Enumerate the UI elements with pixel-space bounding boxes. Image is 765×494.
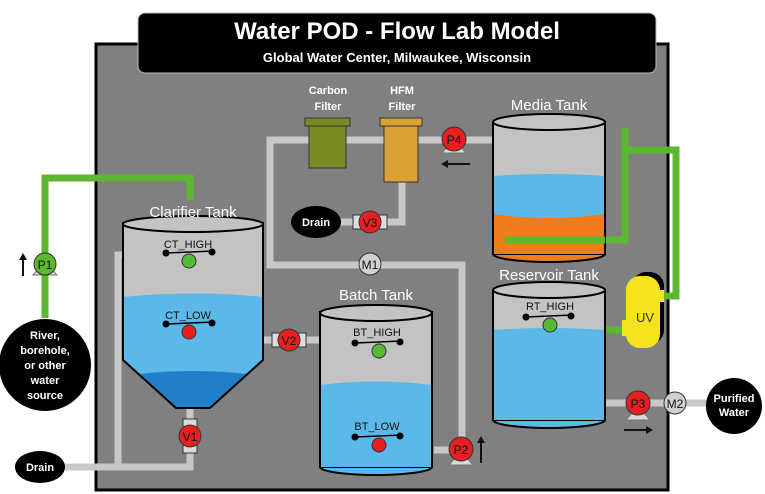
source-line-2: borehole, [20,345,70,357]
bt-high-label: BT_HIGH [353,327,401,339]
pump-p4[interactable]: P4 [440,126,470,168]
bt-low-sensor[interactable]: BT_LOW [351,421,404,453]
reservoir-tank [492,281,606,429]
bt-high-indicator [371,343,387,359]
source-line-3: or other [24,360,66,372]
ct-low-indicator [181,324,197,340]
clarifier-tank-label: Clarifier Tank [149,204,237,221]
pump-p4-label: P4 [447,133,462,147]
carbon-filter-label-1: Carbon [309,85,348,97]
pump-p1[interactable]: P1 [19,252,59,276]
bt-high-sensor[interactable]: BT_HIGH [351,327,404,359]
hfm-filter[interactable] [379,117,423,183]
pump-p3-label: P3 [631,397,646,411]
page-title: Water POD - Flow Lab Model [234,18,560,45]
valve-v2[interactable]: V2 [271,328,307,352]
pump-p2-label: P2 [454,443,469,457]
drain-main-node[interactable]: Drain [15,451,65,483]
valve-v3-label: V3 [363,216,378,230]
source-line-4: water [30,375,60,387]
valve-v1[interactable]: V1 [178,418,202,454]
page-subtitle: Global Water Center, Milwaukee, Wisconsi… [263,50,531,65]
purified-water-node[interactable]: Purified Water [706,378,762,434]
rt-high-label: RT_HIGH [526,301,574,313]
pump-p1-label: P1 [38,258,53,272]
clarifier-tank [122,215,264,409]
bt-low-label: BT_LOW [354,421,400,433]
drain-main-label: Drain [26,462,54,474]
ct-low-label: CT_LOW [165,310,211,322]
meter-m1[interactable]: M1 [358,252,382,276]
pump-p2[interactable]: P2 [447,436,485,466]
drain-filter-label: Drain [302,217,330,229]
valve-v2-label: V2 [282,334,297,348]
source-line-5: source [27,390,63,402]
hfm-filter-label-1: HFM [390,85,414,97]
valve-v1-label: V1 [183,430,198,444]
media-tank-label: Media Tank [511,97,588,114]
purified-line-2: Water [719,407,750,419]
valve-v3[interactable]: V3 [352,210,388,234]
ct-high-indicator [181,253,197,269]
header-banner: Water POD - Flow Lab Model Global Water … [137,12,657,74]
pipe-source-clarifier [41,174,194,318]
ct-low-sensor[interactable]: CT_LOW [162,310,216,340]
pump-p3[interactable]: P3 [624,390,653,434]
uv-sterilizer[interactable]: UV [622,272,664,348]
bt-low-indicator [371,437,387,453]
batch-tank-label: Batch Tank [339,287,413,304]
meter-m1-label: M1 [362,258,379,272]
ct-high-sensor[interactable]: CT_HIGH [162,239,216,269]
uv-label: UV [636,310,654,325]
media-tank [492,113,606,263]
meter-m2-label: M2 [667,397,684,411]
purified-line-1: Purified [714,393,755,405]
source-node[interactable]: River, borehole, or other water source [0,319,91,411]
batch-tank [319,304,433,476]
rt-high-indicator [542,317,558,333]
pipe-media-uv [628,146,680,300]
carbon-filter-label-2: Filter [315,101,343,113]
source-line-1: River, [30,330,60,342]
hfm-filter-label-2: Filter [389,101,417,113]
meter-m2[interactable]: M2 [663,391,687,415]
reservoir-tank-label: Reservoir Tank [499,267,599,284]
ct-high-label: CT_HIGH [164,239,212,251]
carbon-filter[interactable] [304,117,351,169]
rt-high-sensor[interactable]: RT_HIGH [522,301,575,333]
drain-filter-node[interactable]: Drain [291,206,341,238]
